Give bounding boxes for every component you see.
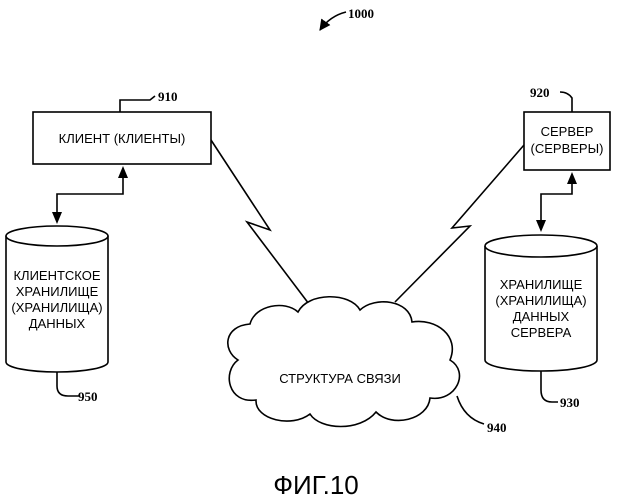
server-store-label-line-3: ДАННЫХ (513, 309, 570, 324)
client-node: КЛИЕНТ (КЛИЕНТЫ) 910 (33, 89, 211, 164)
network-label: СТРУКТУРА СВЯЗИ (279, 371, 401, 386)
client-store-top (6, 226, 108, 246)
server-store-leader-line (541, 371, 558, 402)
server-label-line-2: (СЕРВЕРЫ) (531, 141, 604, 156)
figure-number-group: 1000 (320, 6, 374, 30)
server-connector-arrow-up (567, 172, 577, 184)
server-connector-line (541, 184, 572, 220)
client-store-node: КЛИЕНТСКОЕ ХРАНИЛИЩЕ (ХРАНИЛИЩА) ДАННЫХ … (6, 226, 108, 404)
client-store-leader-line (57, 372, 80, 396)
figure-number-arrow (320, 12, 346, 30)
client-store-connector (52, 166, 128, 224)
server-ref: 920 (530, 85, 550, 100)
figure-number: 1000 (348, 6, 374, 21)
server-store-label-line-2: (ХРАНИЛИЩА) (495, 293, 586, 308)
server-store-node: ХРАНИЛИЩЕ (ХРАНИЛИЩА) ДАННЫХ СЕРВЕРА 930 (485, 235, 597, 410)
client-leader-line (120, 96, 155, 112)
server-store-ref: 930 (560, 395, 580, 410)
server-connector-arrow-down (536, 220, 546, 232)
network-leader-line (457, 396, 484, 424)
server-store-connector (536, 172, 577, 232)
server-store-label-line-4: СЕРВЕРА (511, 325, 572, 340)
server-node: СЕРВЕР (СЕРВЕРЫ) 920 (524, 85, 610, 170)
client-connector-line (57, 178, 123, 212)
client-store-label-line-3: (ХРАНИЛИЩА) (11, 300, 102, 315)
server-label-line-1: СЕРВЕР (541, 124, 594, 139)
client-store-label-line-2: ХРАНИЛИЩЕ (16, 284, 99, 299)
client-wireless-link (211, 140, 312, 308)
network-node: СТРУКТУРА СВЯЗИ 940 (228, 297, 507, 435)
server-store-label-line-1: ХРАНИЛИЩЕ (500, 277, 583, 292)
server-store-top (485, 235, 597, 257)
client-ref: 910 (158, 89, 178, 104)
client-store-ref: 950 (78, 389, 98, 404)
client-label: КЛИЕНТ (КЛИЕНТЫ) (59, 131, 186, 146)
figure-caption: ФИГ.10 (273, 470, 359, 500)
network-ref: 940 (487, 420, 507, 435)
client-store-label-line-1: КЛИЕНТСКОЕ (13, 268, 100, 283)
client-store-label-line-4: ДАННЫХ (29, 316, 86, 331)
client-connector-arrow-up (118, 166, 128, 178)
network-cloud-shape (228, 297, 460, 427)
server-leader-line (560, 92, 572, 112)
client-connector-arrow-down (52, 212, 62, 224)
